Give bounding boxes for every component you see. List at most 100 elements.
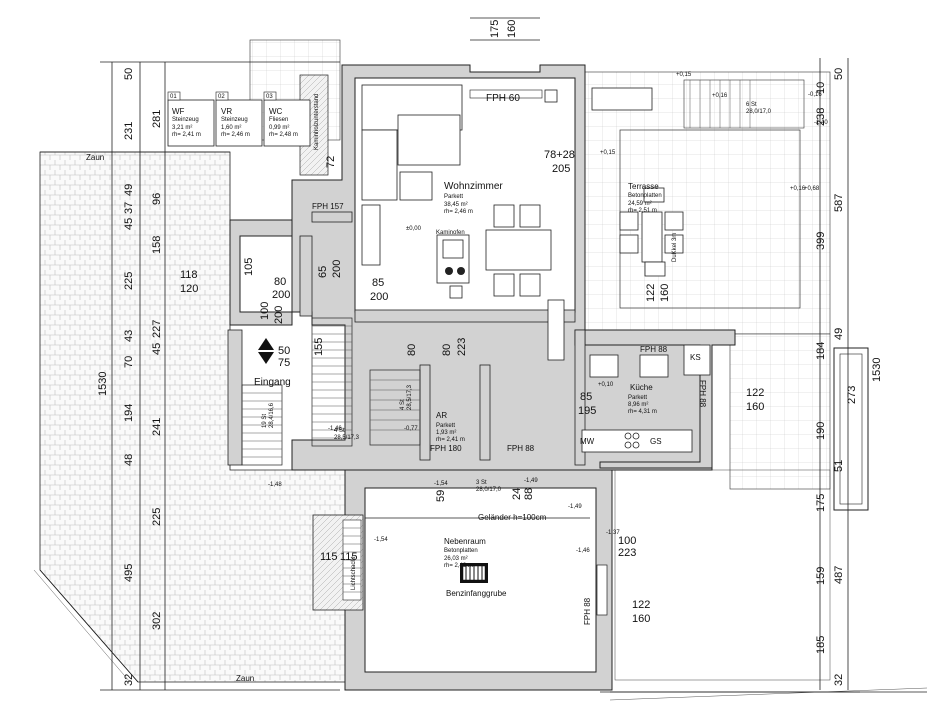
living-room-furniture: [361, 84, 565, 361]
svg-text:-1,40: -1,40: [814, 120, 828, 126]
svg-text:50: 50: [278, 345, 290, 357]
right-planter: [833, 347, 869, 511]
svg-text:WF: WF: [172, 107, 185, 116]
svg-text:48: 48: [123, 454, 135, 466]
svg-text:Fliesen: Fliesen: [269, 117, 288, 123]
svg-text:587: 587: [833, 194, 845, 212]
svg-text:225: 225: [151, 508, 163, 526]
svg-text:160: 160: [746, 401, 764, 413]
svg-text:FPH 88: FPH 88: [507, 444, 535, 453]
svg-text:+0,10: +0,10: [598, 382, 614, 388]
svg-text:43: 43: [123, 330, 135, 342]
svg-text:200: 200: [273, 306, 285, 324]
svg-text:4 St28,5/17,3: 4 St28,5/17,3: [334, 428, 360, 441]
svg-text:-1,46: -1,46: [328, 426, 342, 432]
svg-text:160: 160: [659, 284, 671, 302]
svg-text:1530: 1530: [97, 372, 109, 396]
svg-text:495: 495: [123, 564, 135, 582]
svg-text:122: 122: [632, 599, 650, 611]
svg-text:227: 227: [151, 320, 163, 338]
svg-text:88: 88: [523, 488, 535, 500]
svg-text:59: 59: [435, 490, 447, 502]
svg-text:WC: WC: [269, 107, 283, 116]
svg-text:100: 100: [618, 535, 636, 547]
svg-text:DuKkel 3m: DuKkel 3m: [672, 233, 678, 262]
svg-text:70: 70: [123, 356, 135, 368]
svg-text:rh= 2,48 m: rh= 2,48 m: [269, 132, 298, 138]
nebenraum-details: [312, 514, 608, 616]
room-name-terrasse: Terrasse: [628, 182, 659, 191]
svg-text:19 St28,4/16,6: 19 St28,4/16,6: [262, 402, 275, 428]
svg-text:105: 105: [243, 258, 255, 276]
svg-text:200: 200: [331, 260, 343, 278]
svg-text:Parkett: Parkett: [436, 423, 455, 429]
svg-text:rh= 2,46 m: rh= 2,46 m: [221, 132, 250, 138]
room-name-ar: AR: [436, 411, 447, 420]
room-legend: [167, 91, 311, 147]
svg-text:02: 02: [218, 94, 225, 100]
svg-text:10: 10: [815, 82, 827, 94]
room-name-eingang: Eingang: [254, 377, 291, 388]
svg-text:72: 72: [325, 156, 337, 168]
svg-text:VR: VR: [221, 107, 232, 116]
svg-text:115: 115: [340, 551, 358, 563]
svg-text:38,45 m²: 38,45 m²: [444, 202, 468, 208]
svg-text:160: 160: [632, 613, 650, 625]
svg-text:200: 200: [370, 291, 388, 303]
svg-text:+0,16: +0,16: [790, 186, 806, 192]
room-name-kueche: Küche: [630, 383, 653, 392]
dimension-lines: [100, 17, 860, 693]
svg-text:-1,46: -1,46: [576, 548, 590, 554]
entrance-stairs: [241, 317, 421, 466]
svg-text:rh= 2,51 m: rh= 2,51 m: [628, 208, 657, 214]
room-name-wohnzimmer: Wohnzimmer: [444, 181, 503, 192]
svg-text:175: 175: [489, 20, 501, 38]
svg-text:3,21 m²: 3,21 m²: [172, 125, 192, 131]
svg-text:190: 190: [815, 422, 827, 440]
svg-text:Parkett: Parkett: [444, 194, 463, 200]
svg-text:241: 241: [151, 418, 163, 436]
svg-text:8,96 m²: 8,96 m²: [628, 402, 648, 408]
svg-text:78+28: 78+28: [544, 149, 575, 161]
svg-text:26,03 m²: 26,03 m²: [444, 556, 468, 562]
svg-text:80: 80: [406, 344, 418, 356]
svg-text:223: 223: [456, 338, 468, 356]
svg-text:51: 51: [833, 460, 845, 472]
svg-text:-1,48: -1,48: [268, 482, 282, 488]
svg-text:32: 32: [123, 674, 135, 686]
svg-text:FPH 88: FPH 88: [583, 597, 592, 625]
svg-text:205: 205: [552, 163, 570, 175]
svg-text:85: 85: [372, 277, 384, 289]
terrace-furniture: [591, 79, 805, 277]
svg-text:rh= 2,41 m: rh= 2,41 m: [436, 437, 465, 443]
svg-text:FPH 157: FPH 157: [312, 202, 344, 211]
svg-text:1530: 1530: [871, 358, 883, 382]
svg-text:273: 273: [846, 386, 858, 404]
svg-text:KS: KS: [690, 353, 701, 362]
svg-text:45: 45: [123, 218, 135, 230]
svg-text:+0,15: +0,15: [600, 150, 616, 156]
svg-text:Betonplatten: Betonplatten: [628, 193, 662, 199]
svg-text:Lichtschacht: Lichtschacht: [351, 556, 357, 590]
svg-text:4 St28,5/17,3: 4 St28,5/17,3: [400, 384, 413, 410]
svg-text:Geländer h=100cm: Geländer h=100cm: [478, 513, 547, 522]
svg-text:302: 302: [151, 612, 163, 630]
svg-text:-0,16: -0,16: [808, 92, 822, 98]
svg-text:FPH 88: FPH 88: [640, 345, 668, 354]
svg-text:6 St28,0/17,0: 6 St28,0/17,0: [746, 102, 772, 115]
svg-text:+0,15: +0,15: [676, 72, 692, 78]
svg-text:-1,54: -1,54: [374, 537, 388, 543]
svg-text:±0,00: ±0,00: [406, 226, 422, 232]
svg-text:195: 195: [578, 405, 596, 417]
svg-text:32: 32: [833, 674, 845, 686]
svg-text:1,60 m²: 1,60 m²: [221, 125, 241, 131]
svg-text:-1,37: -1,37: [606, 530, 620, 536]
svg-text:1,93 m²: 1,93 m²: [436, 430, 456, 436]
svg-text:-0,77: -0,77: [404, 426, 418, 432]
svg-text:75: 75: [278, 357, 290, 369]
svg-text:184: 184: [815, 342, 827, 360]
svg-text:399: 399: [815, 232, 827, 250]
svg-text:115: 115: [320, 551, 338, 563]
svg-text:+0,68: +0,68: [804, 186, 820, 192]
